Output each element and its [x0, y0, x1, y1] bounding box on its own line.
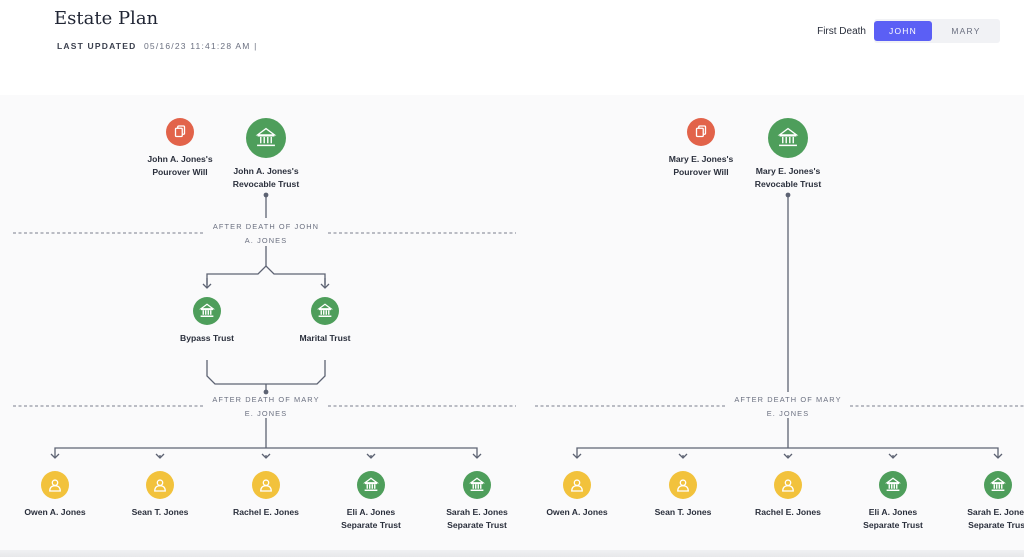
- arrow-head: [472, 453, 482, 459]
- node-circle: [463, 471, 491, 499]
- arrow-head: [888, 453, 898, 459]
- marital-trust-label: Marital Trust: [299, 333, 350, 343]
- last-updated-label: LAST UPDATED: [57, 41, 137, 51]
- toggle-mary-button[interactable]: MARY: [951, 26, 981, 36]
- bank-icon: [777, 127, 799, 147]
- person-icon: [677, 479, 689, 492]
- node-circle: [768, 118, 808, 158]
- bank-icon: [363, 477, 379, 491]
- beneficiary-name: Owen A. Jones: [24, 507, 86, 517]
- left-will-name: John A. Jones's: [147, 154, 212, 164]
- bypass-trust-node[interactable]: [193, 297, 221, 325]
- node-circle: [193, 297, 221, 325]
- last-updated-value: 05/16/23 11:41:28 AM |: [143, 41, 258, 51]
- connector-line: [206, 265, 326, 285]
- last-updated: LAST UPDATED 05/16/23 11:41:28 AM |: [57, 41, 258, 51]
- bank-icon: [885, 477, 901, 491]
- document-icon: [695, 125, 707, 138]
- bank-icon: [255, 127, 277, 147]
- arrow-head: [50, 453, 60, 459]
- beneficiary-subtitle: Separate Trust: [968, 520, 1024, 530]
- right-beneficiary-2[interactable]: [774, 471, 802, 499]
- left-divider-mary-line2: E. JONES: [245, 409, 287, 418]
- person-icon: [154, 479, 166, 492]
- arrow-head: [261, 453, 271, 459]
- left-beneficiary-0[interactable]: [41, 471, 69, 499]
- right-trust-name: Mary E. Jones's: [756, 166, 821, 176]
- arrow-head: [678, 453, 688, 459]
- beneficiary-subtitle: Separate Trust: [863, 520, 923, 530]
- arrow-head: [155, 453, 165, 459]
- left-will-subtitle: Pourover Will: [152, 167, 207, 177]
- arrow-head: [783, 453, 793, 459]
- left-trust-subtitle: Revocable Trust: [233, 179, 300, 189]
- left-pourover-will-node[interactable]: [166, 118, 194, 146]
- person-icon: [49, 479, 61, 492]
- beneficiary-subtitle: Separate Trust: [341, 520, 401, 530]
- bank-icon: [317, 303, 333, 317]
- right-beneficiary-4[interactable]: [984, 471, 1012, 499]
- node-circle: [984, 471, 1012, 499]
- beneficiary-subtitle: Separate Trust: [447, 520, 507, 530]
- node-circle: [879, 471, 907, 499]
- right-trust-subtitle: Revocable Trust: [755, 179, 822, 189]
- connector-dot: [263, 389, 269, 395]
- left-beneficiary-1[interactable]: [146, 471, 174, 499]
- node-circle: [311, 297, 339, 325]
- person-icon: [782, 479, 794, 492]
- beneficiary-name: Sarah E. Jones: [446, 507, 508, 517]
- first-death-label: First Death: [817, 25, 866, 37]
- left-beneficiary-3[interactable]: [357, 471, 385, 499]
- beneficiary-name: Sarah E. Jones: [967, 507, 1024, 517]
- left-divider-mary-line1: AFTER DEATH OF MARY: [212, 395, 319, 404]
- connector-line: [576, 447, 999, 455]
- right-beneficiary-0[interactable]: [563, 471, 591, 499]
- beneficiary-name: Rachel E. Jones: [755, 507, 821, 517]
- node-circle: [357, 471, 385, 499]
- beneficiary-name: Eli A. Jones: [347, 507, 396, 517]
- right-divider-mary-line1: AFTER DEATH OF MARY: [734, 395, 841, 404]
- arrow-head: [993, 453, 1003, 459]
- arrow-head: [366, 453, 376, 459]
- first-death-toggle-group: First Death JOHN MARY: [817, 19, 1000, 43]
- document-icon: [174, 125, 186, 138]
- bypass-trust-label: Bypass Trust: [180, 333, 234, 343]
- left-beneficiary-4[interactable]: [463, 471, 491, 499]
- bank-icon: [469, 477, 485, 491]
- beneficiary-name: Rachel E. Jones: [233, 507, 299, 517]
- right-will-subtitle: Pourover Will: [673, 167, 728, 177]
- bank-icon: [199, 303, 215, 317]
- right-divider-mary-line2: E. JONES: [767, 409, 809, 418]
- left-revocable-trust-node[interactable]: [246, 118, 286, 158]
- node-circle: [246, 118, 286, 158]
- right-beneficiary-3[interactable]: [879, 471, 907, 499]
- beneficiary-name: Sean T. Jones: [132, 507, 189, 517]
- person-icon: [571, 479, 583, 492]
- right-beneficiary-1[interactable]: [669, 471, 697, 499]
- beneficiary-name: Owen A. Jones: [546, 507, 608, 517]
- diagram-canvas: [0, 95, 1024, 550]
- connector-line: [206, 360, 326, 385]
- right-will-name: Mary E. Jones's: [669, 154, 734, 164]
- right-revocable-trust-node[interactable]: [768, 118, 808, 158]
- beneficiary-name: Eli A. Jones: [869, 507, 918, 517]
- left-divider-john-line2: A. JONES: [245, 236, 287, 245]
- connector-line: [54, 447, 478, 455]
- right-pourover-will-node[interactable]: [687, 118, 715, 146]
- canvas-bottom-edge: [0, 550, 1024, 557]
- first-death-toggle: JOHN MARY: [874, 19, 1000, 43]
- toggle-john-button[interactable]: JOHN: [874, 21, 932, 41]
- bank-icon: [990, 477, 1006, 491]
- left-beneficiary-2[interactable]: [252, 471, 280, 499]
- marital-trust-node[interactable]: [311, 297, 339, 325]
- beneficiary-name: Sean T. Jones: [655, 507, 712, 517]
- left-trust-name: John A. Jones's: [233, 166, 298, 176]
- page-title: Estate Plan: [54, 8, 159, 29]
- person-icon: [260, 479, 272, 492]
- arrow-head: [572, 453, 582, 459]
- left-divider-john-line1: AFTER DEATH OF JOHN: [213, 222, 319, 231]
